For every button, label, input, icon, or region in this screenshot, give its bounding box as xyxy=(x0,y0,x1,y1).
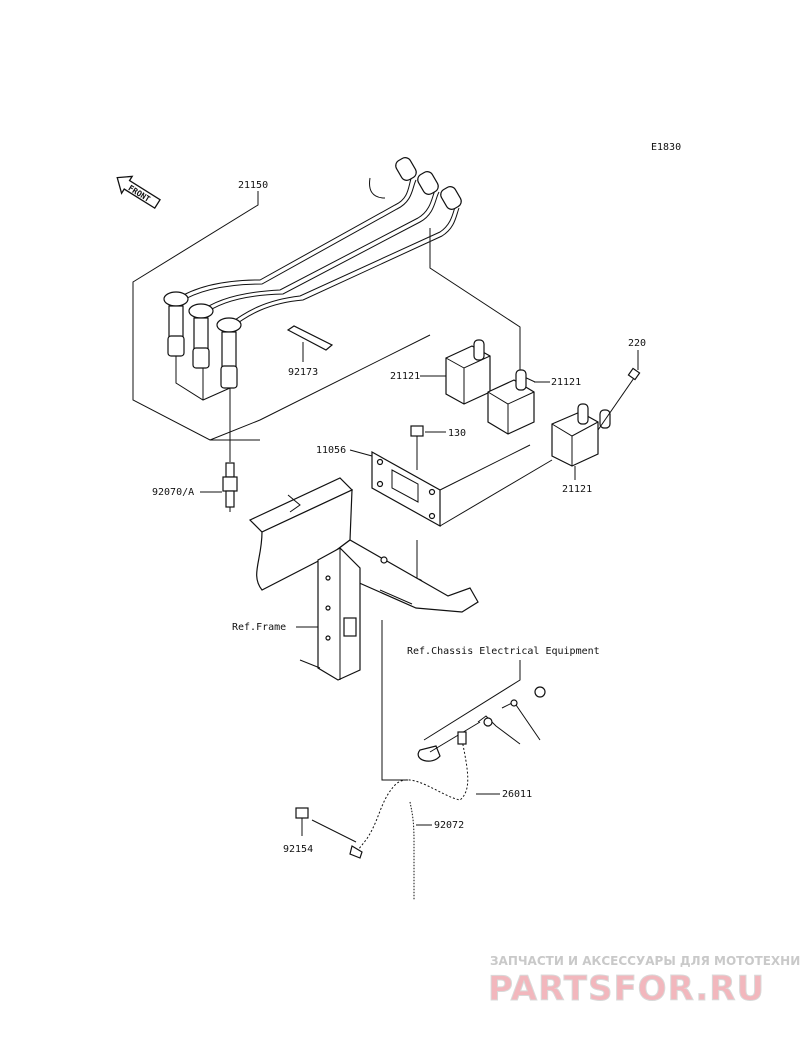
ignition-coil-middle xyxy=(487,369,535,435)
part-label-92070a: 92070/A xyxy=(152,487,194,498)
diagram-code: E1830 xyxy=(651,142,681,153)
bolt-92154 xyxy=(295,807,357,843)
watermark-tagline: ЗАПЧАСТИ И АКСЕССУАРЫ ДЛЯ МОТОТЕХНИКИ xyxy=(490,954,800,968)
ref-chassis-label: Ref.Chassis Electrical Equipment xyxy=(407,646,600,657)
ground-cable-group xyxy=(349,620,546,859)
part-label-92072: 92072 xyxy=(434,820,464,831)
bolt-220 xyxy=(597,367,641,431)
part-label-92173: 92173 xyxy=(288,367,318,378)
ignition-coil-left xyxy=(445,339,491,405)
part-label-21121-c: 21121 xyxy=(562,484,592,495)
spark-plug-cable-group xyxy=(132,157,536,462)
clip-92173 xyxy=(286,325,334,362)
front-arrow-icon: FRONT xyxy=(116,175,161,210)
part-label-92154: 92154 xyxy=(283,844,313,855)
part-label-26011: 26011 xyxy=(502,789,532,800)
watermark-logo: PARTSFOR.RU xyxy=(488,969,765,1009)
cable-band xyxy=(409,801,415,900)
part-label-21150: 21150 xyxy=(238,180,268,191)
part-label-21121-b: 21121 xyxy=(551,377,581,388)
spark-plug xyxy=(222,462,238,512)
ignition-coil-right xyxy=(551,403,611,467)
coil-bracket xyxy=(371,450,441,528)
part-label-21121-a: 21121 xyxy=(390,371,420,382)
ref-frame-label: Ref.Frame xyxy=(232,622,286,633)
part-label-11056: 11056 xyxy=(316,445,346,456)
frame xyxy=(248,477,479,681)
part-label-130: 130 xyxy=(448,428,466,439)
part-label-220: 220 xyxy=(628,338,646,349)
